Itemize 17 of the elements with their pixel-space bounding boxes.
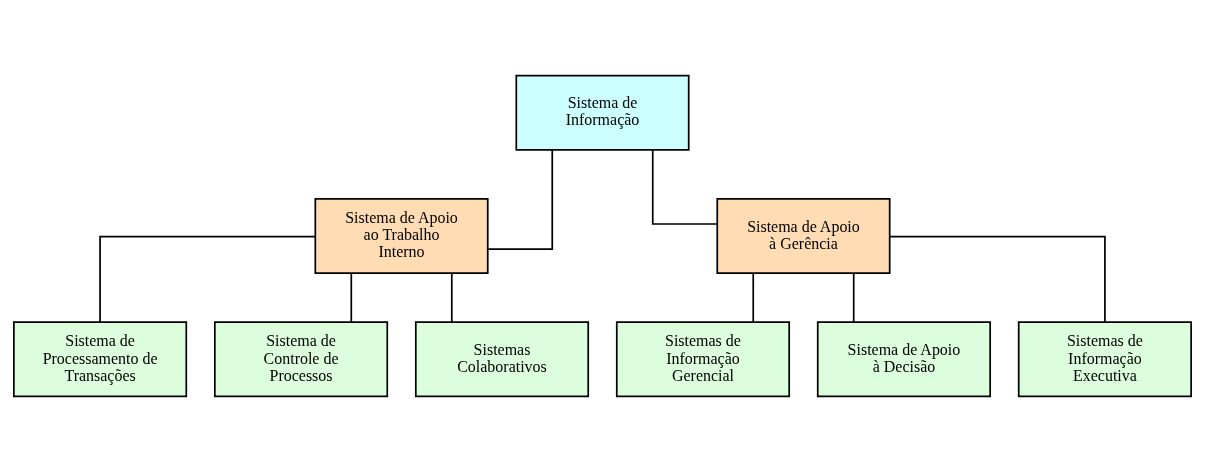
- connector: [99, 235, 316, 323]
- connector: [651, 149, 718, 225]
- connector: [889, 235, 1106, 323]
- connector: [487, 149, 554, 250]
- node-box: Sistema de Informação: [515, 74, 690, 151]
- node-box: Sistemas de Informação Executiva: [1017, 321, 1192, 398]
- node-box: Sistemas Colaborativos: [414, 321, 590, 398]
- node-box: Sistema de Apoio à Gerência: [716, 198, 891, 274]
- node-box: Sistema de Apoio à Decisão: [816, 321, 991, 398]
- node-box: Sistema de Apoio ao Trabalho Interno: [314, 198, 489, 274]
- node-box: Sistemas de Informação Gerencial: [615, 321, 791, 398]
- node-box: Sistema de Processamento de Transações: [13, 321, 188, 398]
- connector: [852, 272, 855, 323]
- connector: [752, 272, 755, 323]
- connector: [350, 272, 353, 323]
- node-box: Sistema de Controle de Processos: [214, 321, 389, 398]
- connector: [450, 272, 453, 323]
